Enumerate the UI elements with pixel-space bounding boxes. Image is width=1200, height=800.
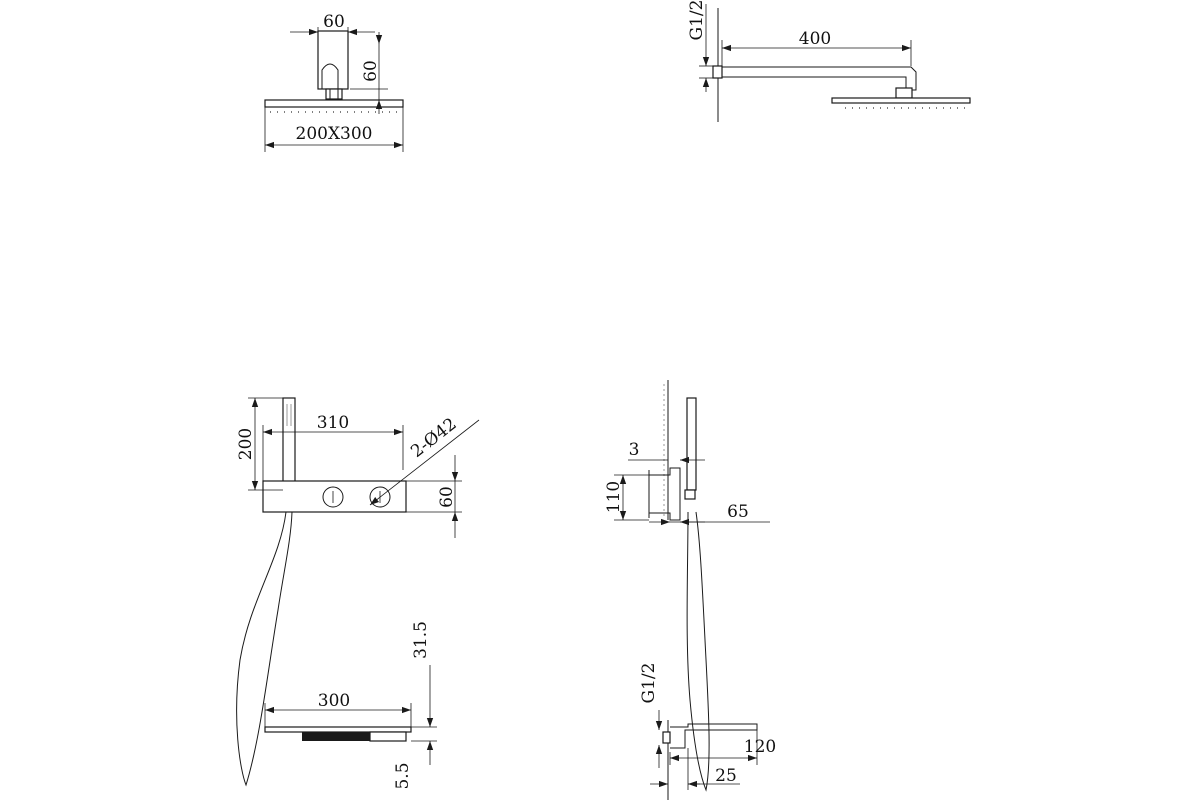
dim-thickness-label: 5.5 [393, 762, 413, 789]
flange-cutout [321, 63, 339, 89]
head-front-view: 60 60 200X300 [264, 12, 404, 152]
dim-panel-length-label: 310 [317, 413, 349, 433]
dim-width-label: 60 [323, 12, 345, 32]
dim-top-offset-label: 31.5 [411, 621, 431, 659]
hand-shower [282, 397, 296, 491]
dim-head-size-label: 200X300 [296, 124, 373, 144]
knob-left [322, 486, 344, 508]
spout-plate [264, 726, 412, 733]
side-holder [684, 489, 696, 500]
spout-side-view: G1/2 120 25 [639, 663, 776, 800]
panel-side-view: 3 110 65 [604, 380, 770, 792]
arm-flange [712, 65, 723, 79]
spout-body [670, 723, 758, 749]
dim-spout-thread-label: G1/2 [639, 663, 659, 704]
side-hand-shower [686, 397, 697, 491]
dim-thread-label: G1/2 [687, 0, 707, 40]
dim-handle-label: 200 [236, 428, 256, 460]
connector-nut [325, 88, 343, 100]
dim-projection-label: 65 [727, 502, 749, 522]
side-hose [686, 511, 710, 792]
dim-spout-length-label: 300 [318, 691, 350, 711]
arm-nut [895, 87, 913, 99]
dim-arm-label: 400 [799, 29, 831, 49]
spout-top-view: 300 31.5 5.5 [264, 621, 437, 790]
valve-body [649, 467, 681, 521]
head-side-view: 400 G1/2 [687, 0, 971, 122]
hose [236, 511, 293, 787]
dim-depth-label: 110 [604, 481, 624, 513]
dim-gap-label: 3 [629, 440, 640, 460]
dim-spout-base-label: 25 [715, 766, 737, 786]
spout-outlet [302, 732, 370, 741]
wall-flange [317, 30, 349, 90]
side-head-plate [831, 97, 971, 104]
dim-spout-reach-label: 120 [744, 737, 776, 757]
shower-head-plate [264, 99, 404, 108]
spout-flange [662, 731, 671, 744]
dim-panel-height-label: 60 [437, 486, 457, 508]
shower-arm [722, 66, 917, 91]
dim-height-label: 60 [361, 60, 381, 82]
